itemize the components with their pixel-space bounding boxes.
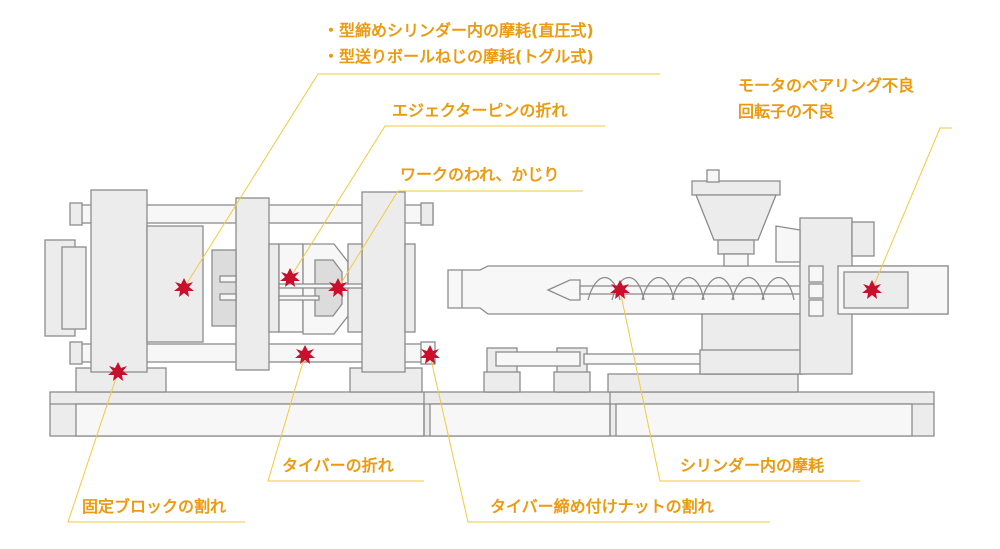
label-tie-bar-nut-crack: タイバー締め付けナットの割れ [490,497,714,516]
leader-mold-cylinder [183,73,660,289]
leader-work [337,190,583,289]
leader-ejector-pin [289,125,605,279]
label-fixed-block-crack: 固定ブロックの割れ [82,497,227,516]
leader-lines [67,73,952,523]
damage-marker-mold-cylinder [174,278,194,297]
clamp-unit [44,189,436,393]
damage-marker-ejector-pin [280,268,300,287]
damage-marker-motor [862,280,882,299]
label-ball-screw-wear: ・型送りボールねじの摩耗(トグル式) [323,47,594,66]
leader-cylinder-wear [619,289,860,482]
damage-marker-cylinder [610,280,630,299]
damage-marker-work [328,278,348,297]
leader-motor [871,127,952,291]
leader-fixed-block [67,371,245,523]
damage-marker-fixed-block [108,362,128,381]
injection-unit [447,169,949,393]
label-cylinder-wear: シリンダー内の摩耗 [680,456,825,475]
leader-tie-bar-nut [429,354,770,523]
machine-base [49,391,935,437]
label-work-crack: ワークのわれ、かじり [400,165,560,184]
label-ejector-pin-break: エジェクターピンの折れ [392,101,568,120]
label-tie-bar-break: タイバーの折れ [282,456,394,475]
damage-markers [108,268,882,381]
label-rotor-fault: 回転子の不良 [738,102,835,121]
label-mold-cylinder-wear: ・型締めシリンダー内の摩耗(直圧式) [323,21,594,40]
leader-tie-bar-diag [267,354,306,482]
label-motor-bearing: モータのベアリング不良 [738,76,915,95]
damage-marker-tie-bar-nut [420,345,440,364]
damage-marker-tie-bar [295,345,315,364]
